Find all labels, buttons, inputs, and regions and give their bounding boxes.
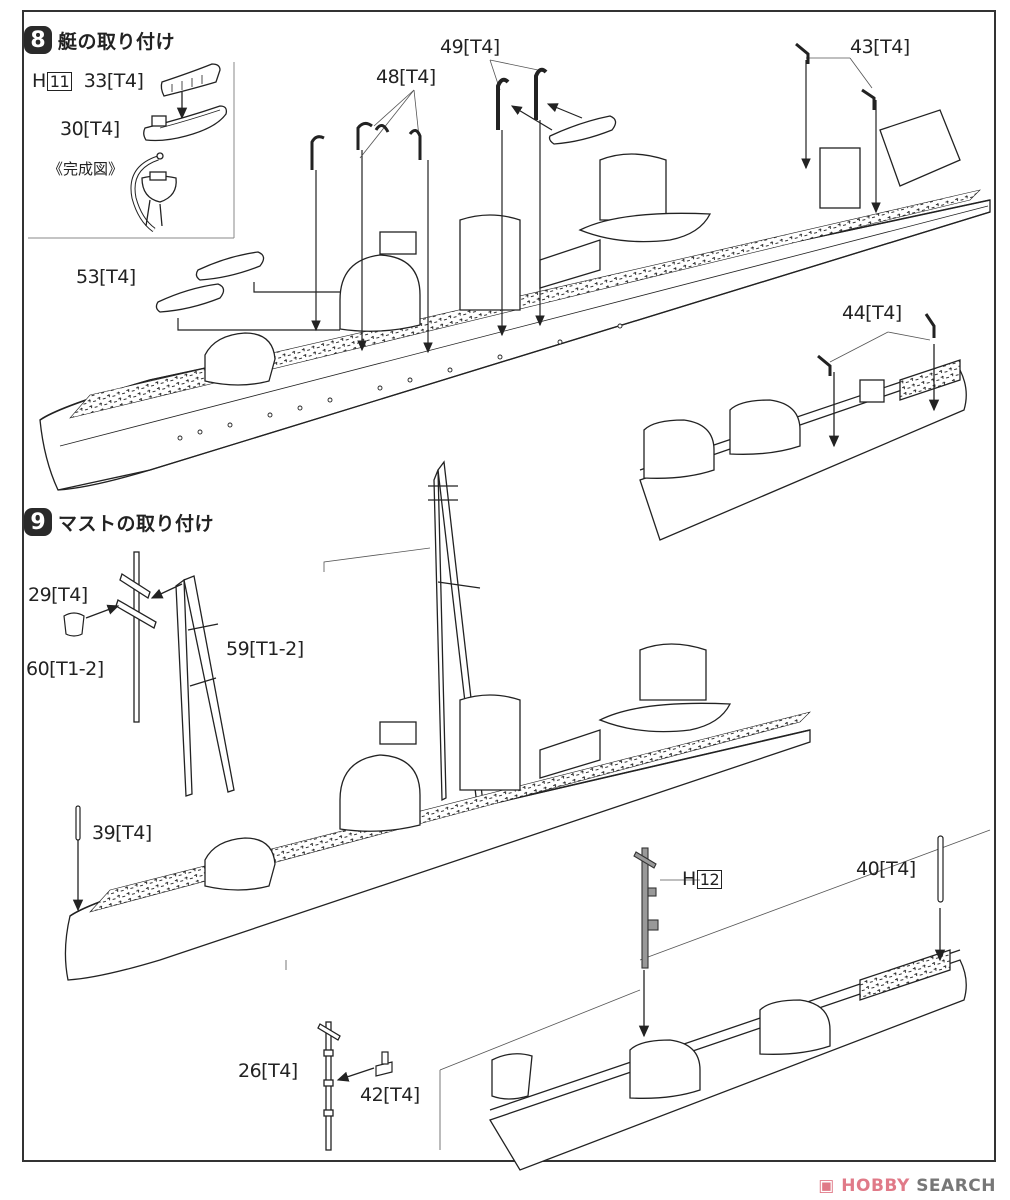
part-40-staff — [937, 835, 944, 903]
runner-prefix: H — [682, 868, 696, 890]
part-26-mast — [317, 1021, 341, 1151]
runner-prefix: H — [32, 70, 46, 92]
part-33-cover — [160, 63, 221, 97]
part-h12-mast — [633, 847, 659, 969]
davits — [310, 42, 936, 376]
label-part-53: 53[T4] — [76, 266, 136, 288]
label-part-40: 40[T4] — [856, 858, 916, 880]
label-part-39: 39[T4] — [92, 822, 152, 844]
part-53-boats — [155, 251, 265, 313]
ship-stern-detail — [639, 344, 967, 541]
label-part-48: 48[T4] — [376, 66, 436, 88]
label-part-44: 44[T4] — [842, 302, 902, 324]
label-part-42: 42[T4] — [360, 1084, 420, 1106]
part-29-fitting — [63, 612, 85, 637]
step8-inset-frame — [28, 62, 235, 239]
label-part-26: 26[T4] — [238, 1060, 298, 1082]
completed-view-caption: 《完成図》 — [48, 160, 124, 178]
leader-lines-step8 — [177, 60, 881, 354]
part-60-mast — [115, 551, 157, 723]
watermark-hobby: HOBBY — [841, 1176, 910, 1196]
label-part-43: 43[T4] — [850, 36, 910, 58]
part-39-staff — [75, 805, 81, 841]
runner-number: 11 — [46, 72, 73, 91]
part-number: 33[T4] — [83, 70, 144, 92]
watermark: ▣ HOBBY SEARCH — [818, 1176, 996, 1196]
step-number-badge: 8 — [24, 26, 52, 54]
label-part-59: 59[T1-2] — [226, 638, 304, 660]
label-part-30: 30[T4] — [60, 118, 120, 140]
page-frame — [22, 10, 996, 1162]
part-30-boat — [143, 105, 228, 142]
watermark-search: SEARCH — [916, 1176, 996, 1196]
step-9-header: 9 マストの取り付け — [24, 508, 214, 536]
ship-hull-step8 — [39, 109, 991, 491]
runner-number: 12 — [696, 870, 723, 889]
perspective-lines-step9 — [285, 547, 991, 1150]
ship-portholes-step8 — [177, 323, 623, 441]
completed-view — [130, 152, 177, 233]
flame-icon: ▣ — [818, 1176, 835, 1196]
step-8-header: 8 艇の取り付け — [24, 26, 175, 54]
label-part-49: 49[T4] — [440, 36, 500, 58]
step-title: マストの取り付け — [58, 512, 215, 535]
part-59-tripod — [175, 575, 235, 797]
ship-stern-step9 — [489, 949, 967, 1171]
label-part-29: 29[T4] — [28, 584, 88, 606]
label-part-60: 60[T1-2] — [26, 658, 104, 680]
step-number-badge: 9 — [24, 508, 52, 536]
part-42-bracket — [375, 1051, 393, 1077]
ship-hull-step9 — [64, 643, 811, 981]
step-title: 艇の取り付け — [58, 30, 176, 53]
